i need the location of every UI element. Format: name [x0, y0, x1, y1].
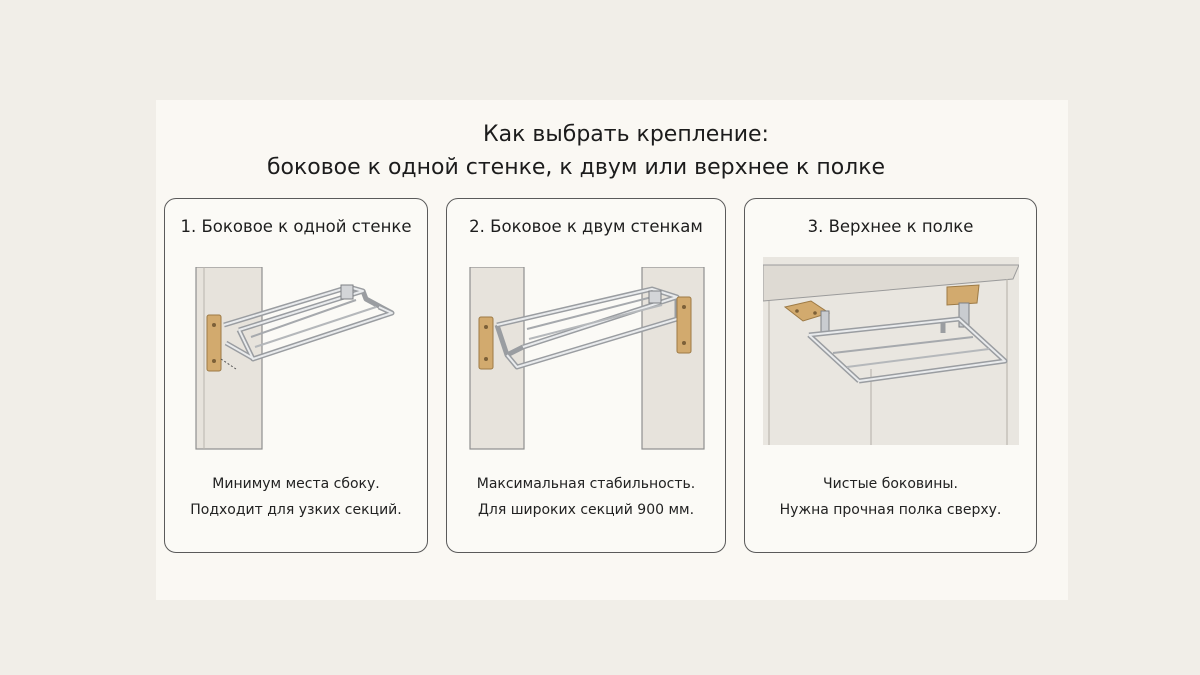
card-description: Максимальная стабильность. Для широких с… — [447, 471, 725, 523]
double-wall-mount-illustration — [469, 267, 705, 450]
card-title: 1. Боковое к одной стенке — [180, 217, 412, 236]
diagram-panel: Как выбрать крепление: боковое к одной с… — [156, 100, 1068, 600]
desc-line-2: Для широких секций 900 мм. — [477, 502, 695, 518]
desc-line-2: Подходит для узких секций. — [190, 502, 402, 518]
card-title: 3. Верхнее к полке — [807, 217, 974, 236]
card-top-shelf-mount: 3. Верхнее к полке — [744, 198, 1037, 553]
desc-line-2: Нужна прочная полка сверху. — [779, 502, 1002, 518]
card-single-wall-mount: 1. Боковое к одной стенке — [164, 198, 428, 553]
top-shelf-mount-illustration — [763, 257, 1019, 445]
card-double-wall-mount: 2. Боковое к двум стенкам Мак — [446, 198, 726, 553]
diagram-title: Как выбрать крепление: боковое к одной с… — [156, 118, 1068, 184]
card-description: Минимум места сбоку. Подходит для узких … — [165, 471, 427, 523]
desc-line-1: Минимум места сбоку. — [212, 476, 380, 492]
title-line-1: Как выбрать крепление: — [483, 122, 769, 147]
single-wall-mount-illustration — [195, 267, 395, 450]
title-line-2: боковое к одной стенке, к двум или верхн… — [266, 155, 886, 180]
card-description: Чистые боковины. Нужна прочная полка све… — [745, 471, 1036, 523]
card-title: 2. Боковое к двум стенкам — [469, 217, 703, 236]
desc-line-1: Максимальная стабильность. — [476, 476, 696, 492]
desc-line-1: Чистые боковины. — [823, 476, 958, 492]
